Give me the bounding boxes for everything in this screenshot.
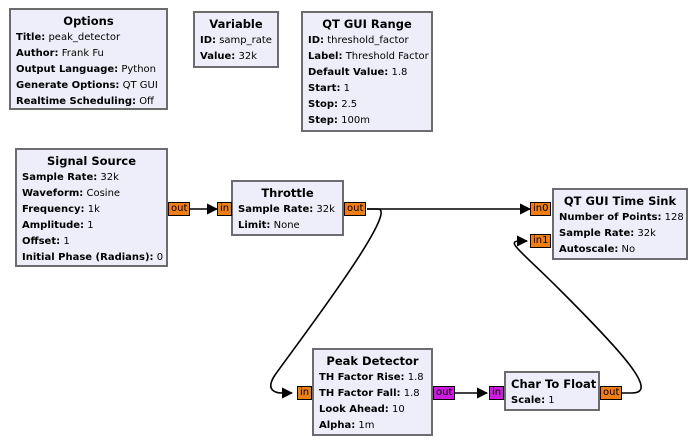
param-th-factor-rise: TH Factor Rise: 1.8 [319,372,424,383]
throttle-out-port[interactable]: out [344,202,367,216]
param-stop: Stop: 2.5 [308,99,358,110]
param-realtime-scheduling: Realtime Scheduling: Off [16,96,154,107]
param-alpha: Alpha: 1m [319,420,375,431]
param-th-factor-fall: TH Factor Fall: 1.8 [319,388,420,399]
throttle-in-port[interactable]: in [217,202,233,216]
param-offset: Offset: 1 [22,236,70,247]
param-scale: Scale: 1 [511,395,555,406]
block-title: Signal Source [46,154,136,168]
param-amplitude: Amplitude: 1 [22,220,94,231]
param-title: Title: peak_detector [16,32,121,43]
char-to-float-in-port[interactable]: in [489,386,505,400]
char-to-float-out-port[interactable]: out [600,386,623,400]
block-title: Peak Detector [326,354,419,368]
param-sample-rate: Sample Rate: 32k [238,204,335,215]
peak-detector-out-port[interactable]: out [433,386,456,400]
param-label: Label: Threshold Factor [308,51,429,62]
signal-source-block[interactable]: Signal Source Sample Rate: 32k Waveform:… [15,148,168,267]
param-start: Start: 1 [308,83,351,94]
param-initial-phase: Initial Phase (Radians): 0 [22,252,164,263]
param-output-language: Output Language: Python [16,64,157,75]
time-sink-in1-port[interactable]: in1 [530,234,552,248]
param-author: Author: Frank Fu [16,48,104,59]
qt-gui-range-block[interactable]: QT GUI Range ID: threshold_factor Label:… [301,11,433,132]
param-value: Value: 32k [200,51,257,62]
qt-gui-time-sink-block[interactable]: QT GUI Time Sink Number of Points: 128 S… [552,188,688,260]
param-generate-options: Generate Options: QT GUI [16,80,158,91]
time-sink-in0-port[interactable]: in0 [530,202,552,216]
param-frequency: Frequency: 1k [22,204,100,215]
param-id: ID: samp_rate [200,35,272,46]
param-limit: Limit: None [238,220,300,231]
block-title: Char To Float [511,377,597,391]
peak-detector-in-port[interactable]: in [297,386,313,400]
param-step: Step: 100m [308,115,370,126]
param-autoscale: Autoscale: No [559,244,636,255]
block-title: Options [63,14,114,28]
param-number-of-points: Number of Points: 128 [559,212,684,223]
char-to-float-block[interactable]: Char To Float Scale: 1 [504,371,600,411]
throttle-block[interactable]: Throttle Sample Rate: 32k Limit: None [231,180,344,236]
options-block[interactable]: Options Title: peak_detector Author: Fra… [9,8,168,110]
variable-block[interactable]: Variable ID: samp_rate Value: 32k [193,11,279,68]
block-title: QT GUI Time Sink [563,194,677,208]
param-id: ID: threshold_factor [308,35,409,46]
block-title: QT GUI Range [322,17,412,31]
signal-source-out-port[interactable]: out [168,202,191,216]
param-sample-rate: Sample Rate: 32k [22,172,119,183]
param-sample-rate: Sample Rate: 32k [559,228,656,239]
param-waveform: Waveform: Cosine [22,188,121,199]
block-title: Variable [209,17,263,31]
block-title: Throttle [261,186,314,200]
param-default-value: Default Value: 1.8 [308,67,408,78]
peak-detector-block[interactable]: Peak Detector TH Factor Rise: 1.8 TH Fac… [312,348,433,436]
param-look-ahead: Look Ahead: 10 [319,404,405,415]
